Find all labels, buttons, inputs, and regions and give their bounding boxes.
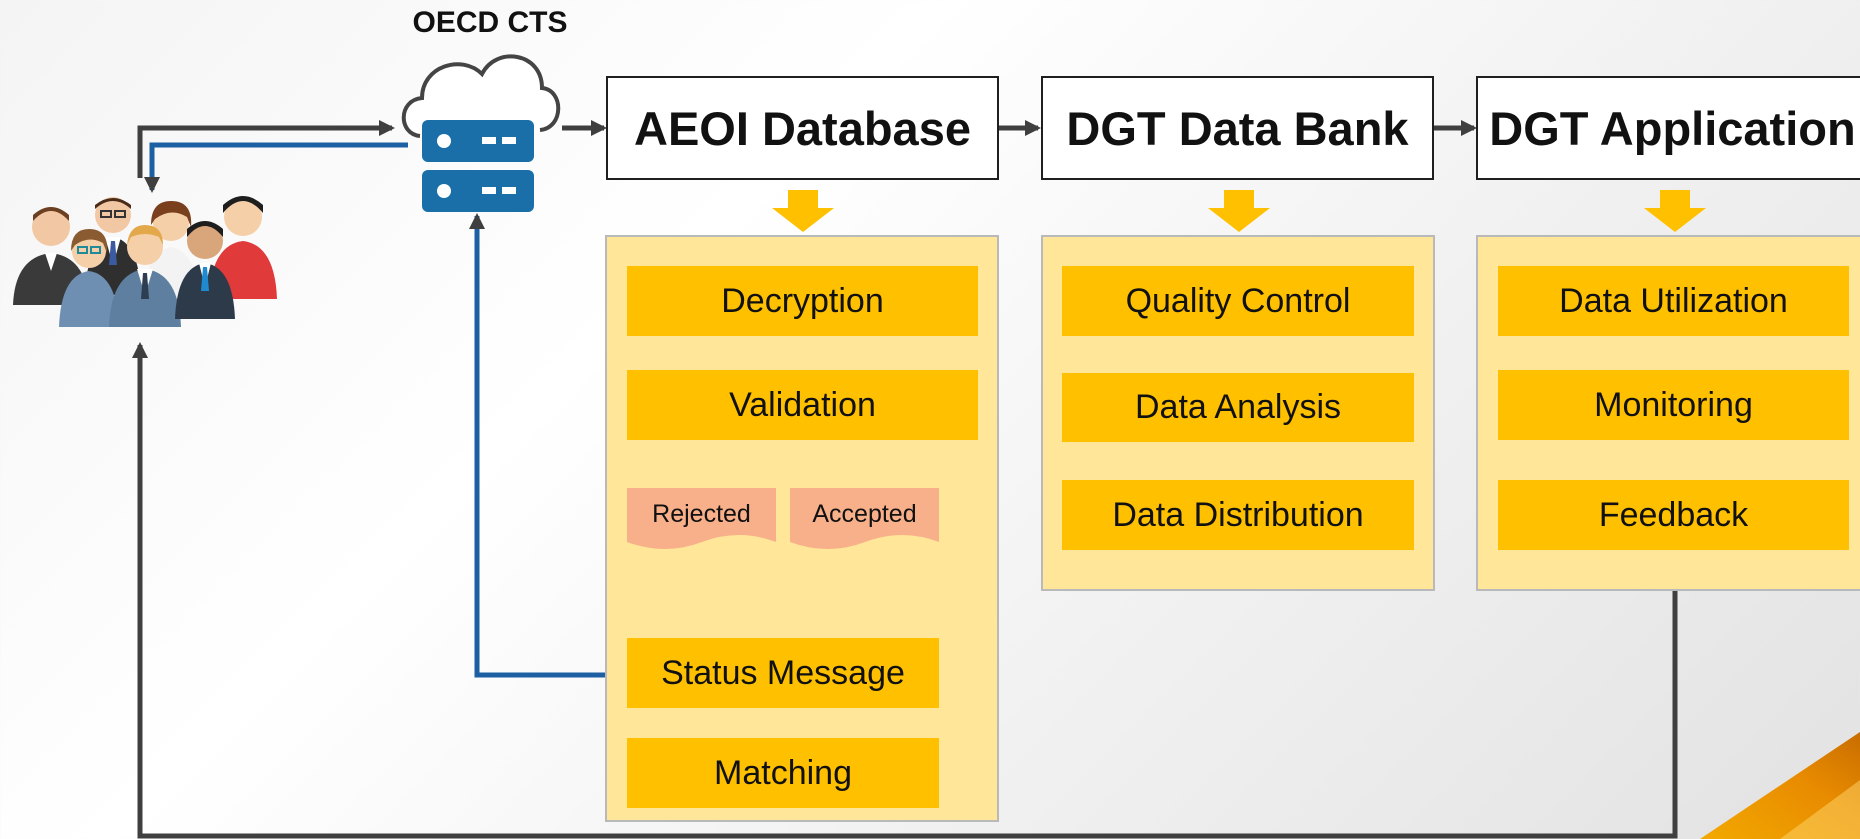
step-matching: Matching bbox=[627, 738, 939, 808]
down-arrow-icon bbox=[772, 190, 834, 232]
people-group-icon bbox=[5, 195, 290, 327]
down-arrow-icon bbox=[1208, 190, 1270, 232]
step-feedback: Feedback bbox=[1498, 480, 1849, 550]
person-icon bbox=[59, 229, 119, 327]
person-icon bbox=[109, 225, 181, 327]
users-to-cts-arrow bbox=[137, 120, 395, 178]
stage-header-dgt-data-bank: DGT Data Bank bbox=[1041, 76, 1434, 180]
stage-header-dgt-application: DGT Application bbox=[1476, 76, 1860, 180]
cloud-server-icon bbox=[392, 44, 566, 216]
accepted-label: Accepted bbox=[812, 500, 917, 528]
accepted-document: Accepted bbox=[790, 488, 939, 556]
step-data-utilization: Data Utilization bbox=[1498, 266, 1849, 336]
cts-to-users-arrow bbox=[144, 142, 408, 193]
step-status-message: Status Message bbox=[627, 638, 939, 708]
rejected-label: Rejected bbox=[652, 500, 751, 528]
rejected-document: Rejected bbox=[627, 488, 776, 556]
step-decryption: Decryption bbox=[627, 266, 978, 336]
step-data-distribution: Data Distribution bbox=[1062, 480, 1414, 550]
step-quality-control: Quality Control bbox=[1062, 266, 1414, 336]
stage-header-aeoi-database: AEOI Database bbox=[606, 76, 999, 180]
cts-label: OECD CTS bbox=[412, 6, 568, 39]
step-data-analysis: Data Analysis bbox=[1062, 373, 1414, 442]
step-validation: Validation bbox=[627, 370, 978, 440]
person-icon bbox=[175, 221, 235, 319]
step-monitoring: Monitoring bbox=[1498, 370, 1849, 440]
down-arrow-icon bbox=[1644, 190, 1706, 232]
